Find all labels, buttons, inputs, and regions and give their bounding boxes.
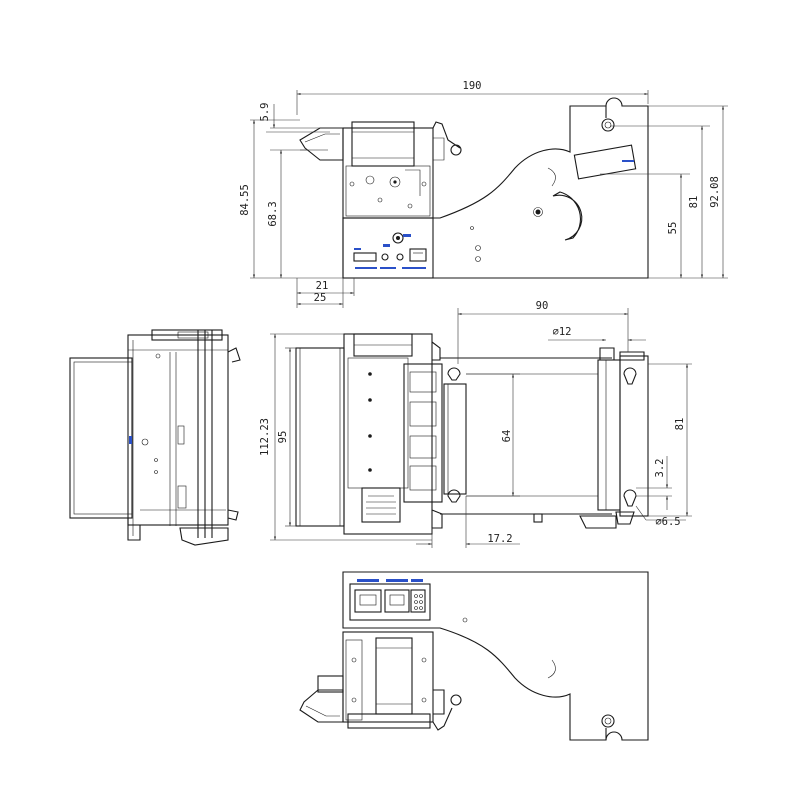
top-view bbox=[299, 97, 649, 279]
dim-top-offset: 5.9 bbox=[259, 103, 271, 122]
side-view bbox=[69, 329, 241, 546]
top-view-dimensions: 190 84.55 5.9 68.3 21 25 55 81 92.08 bbox=[239, 80, 728, 308]
dim-front-left-outer: 112.23 bbox=[259, 418, 271, 456]
dim-top-left-inner: 68.3 bbox=[267, 201, 279, 226]
dim-top-right-a: 55 bbox=[667, 222, 679, 235]
dim-top-right-c: 92.08 bbox=[709, 176, 721, 208]
front-view bbox=[295, 333, 649, 535]
dim-top-left-outer: 84.55 bbox=[239, 184, 251, 216]
dim-front-slot: 3.2 bbox=[654, 459, 666, 478]
dim-front-left-inner: 95 bbox=[277, 431, 289, 444]
dim-front-width: 90 bbox=[536, 300, 549, 312]
dim-top-width: 190 bbox=[463, 80, 482, 92]
bottom-view bbox=[299, 571, 649, 741]
dim-top-bottom-a: 21 bbox=[316, 280, 329, 292]
dim-front-right: 81 bbox=[674, 418, 686, 431]
front-view-dimensions: 90 ∅12 112.23 95 64 81 3.2 ∅6.5 17.2 bbox=[259, 300, 692, 548]
dim-front-mount: ∅6.5 bbox=[655, 516, 680, 528]
dim-top-bottom-b: 25 bbox=[314, 292, 327, 304]
dim-front-hole: ∅12 bbox=[553, 326, 572, 338]
dim-front-paper: 64 bbox=[501, 430, 513, 443]
dim-front-bottom: 17.2 bbox=[487, 533, 512, 545]
dim-top-right-b: 81 bbox=[688, 196, 700, 209]
